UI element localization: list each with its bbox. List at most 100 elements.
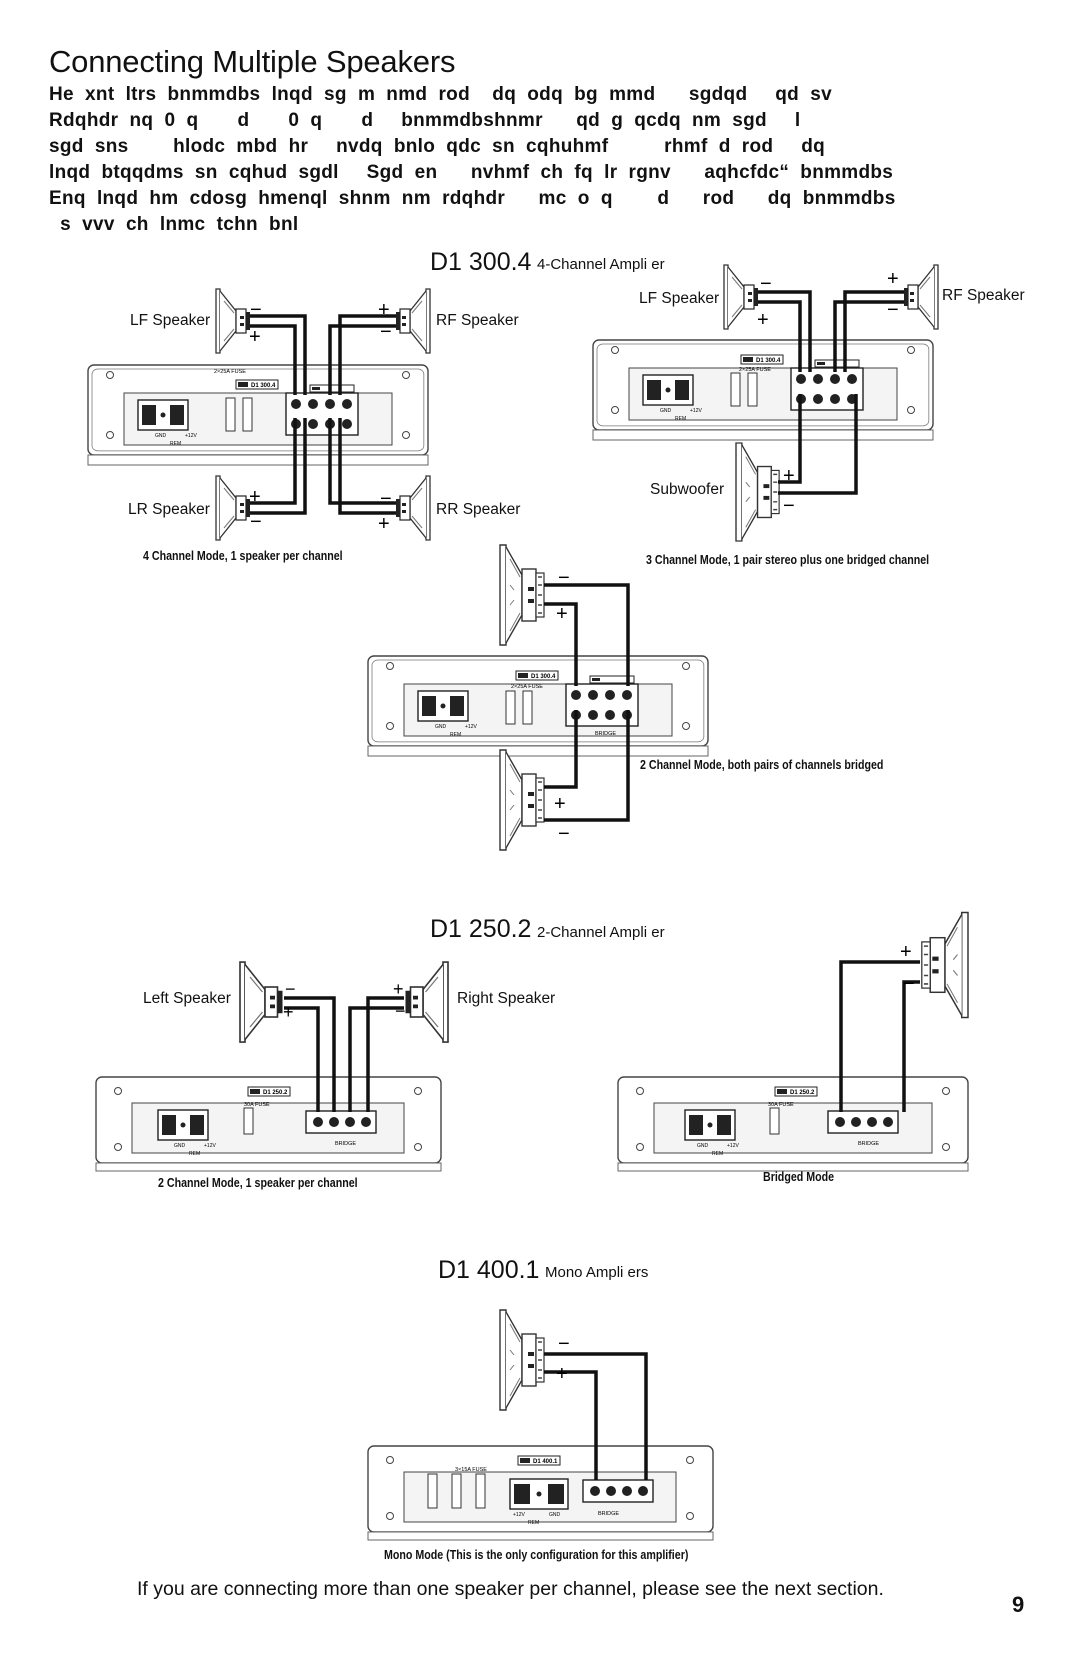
svg-text:−: − — [558, 1333, 570, 1355]
svg-text:+: + — [378, 299, 390, 321]
terminal-block-2ch — [565, 683, 639, 727]
speaker-label-rr: RR Speaker — [436, 501, 521, 518]
speaker-label-rf-3ch: RF Speaker — [942, 287, 1025, 304]
body-line-2: Rdqhdr nq 0 q d 0 q d bnmmdbshnmr qd g q… — [49, 110, 801, 131]
fuse-label-300-a: 2×25A FUSE — [214, 369, 246, 375]
badge-text-300-c: D1 300.4 — [531, 674, 556, 680]
body-line-1: He xnt ltrs bnmmdbs lnqd sg m nmd rod dq… — [49, 84, 832, 105]
gnd-label-300-a: GND — [155, 433, 167, 439]
bridge-label-250-b: BRIDGE — [858, 1141, 879, 1147]
speaker-left — [239, 961, 284, 1043]
fuse-label-250-b: 30A FUSE — [768, 1102, 794, 1108]
speaker-rf-3ch — [903, 264, 939, 330]
d1-250-subtitle: 2-Channel Ampli er — [537, 924, 665, 941]
svg-text:−: − — [285, 979, 296, 999]
svg-text:+: + — [887, 268, 899, 290]
badge-250-a: D1 250.2 — [247, 1086, 291, 1097]
speaker-lf — [215, 288, 251, 354]
gnd-label-300-c: GND — [435, 724, 447, 730]
fuses-300-c — [505, 690, 533, 725]
terminal-block-3ch — [790, 367, 864, 411]
rem-label-250-b: REM — [712, 1151, 723, 1157]
rem-label-300-b: REM — [675, 416, 686, 422]
speaker-bridged-250 — [921, 911, 969, 1019]
svg-text:−: − — [558, 567, 570, 589]
badge-text-400: D1 400.1 — [533, 1459, 558, 1465]
v12-label-300-c: +12V — [465, 724, 477, 730]
wires-250-stereo — [284, 996, 404, 1112]
badge-text-300-a: D1 300.4 — [251, 383, 276, 389]
svg-text:+: + — [249, 326, 261, 348]
badge-300-b: D1 300.4 — [740, 354, 784, 365]
wires-3ch — [758, 290, 904, 495]
speaker-rr — [395, 475, 431, 541]
body-line-6: s vvv ch lnmc tchn bnl — [49, 214, 299, 235]
d1-300-model: D1 300.4 — [430, 248, 532, 276]
rem-label-300-c: REM — [450, 732, 461, 738]
speaker-bridged-top — [499, 544, 545, 646]
badge-300-a: D1 300.4 — [235, 379, 279, 390]
v12-label-250-a: +12V — [204, 1143, 216, 1149]
svg-text:−: − — [380, 321, 392, 343]
svg-text:−: − — [250, 299, 262, 321]
caption-2ch-bridged: 2 Channel Mode, both pairs of channels b… — [640, 757, 884, 772]
v12-label-300-a: +12V — [185, 433, 197, 439]
amp-250-bridged — [617, 1076, 969, 1172]
caption-3ch-mode: 3 Channel Mode, 1 pair stereo plus one b… — [646, 552, 930, 567]
badge-text-250-a: D1 250.2 — [263, 1090, 288, 1096]
fuse-label-300-c: 2×25A FUSE — [511, 684, 543, 690]
d1-300-subtitle: 4-Channel Ampli er — [537, 256, 665, 273]
gnd-label-400: GND — [549, 1512, 561, 1518]
svg-text:−: − — [558, 823, 570, 845]
caption-250-bridged: Bridged Mode — [763, 1169, 835, 1184]
speaker-label-rf: RF Speaker — [436, 312, 519, 329]
svg-text:+: + — [757, 309, 769, 331]
caption-mono-mode: Mono Mode (This is the only configuratio… — [384, 1547, 689, 1562]
svg-text:+: + — [900, 941, 912, 963]
amp-400-mono — [367, 1445, 714, 1541]
rem-label-250-a: REM — [189, 1151, 200, 1157]
svg-text:+: + — [556, 603, 568, 625]
svg-text:−: − — [380, 488, 392, 510]
wires-250-bridged — [839, 960, 920, 1112]
badge-text-250-b: D1 250.2 — [790, 1090, 815, 1096]
speaker-lr — [215, 475, 251, 541]
rem-label-300-a: REM — [170, 441, 181, 447]
caption-4ch-mode: 4 Channel Mode, 1 speaker per channel — [143, 548, 343, 563]
svg-text:+: + — [554, 793, 566, 815]
badge-250-b: D1 250.2 — [774, 1086, 818, 1097]
speaker-label-lr: LR Speaker — [128, 501, 210, 518]
svg-text:−: − — [250, 511, 262, 533]
svg-text:+: + — [783, 465, 795, 487]
svg-text:−: − — [903, 973, 915, 995]
svg-text:+: + — [393, 979, 404, 999]
badge-text-300-b: D1 300.4 — [756, 358, 781, 364]
wires-2ch — [544, 583, 630, 822]
svg-text:+: + — [249, 486, 261, 508]
page-title: Connecting Multiple Speakers — [49, 44, 456, 79]
body-line-3: sgd sns hlodc mbd hr nvdq bnlo qdc sn cq… — [49, 136, 826, 157]
wires-mono — [544, 1352, 648, 1480]
svg-text:−: − — [783, 495, 795, 517]
fuse-label-250-a: 30A FUSE — [244, 1102, 270, 1108]
d1-250-model: D1 250.2 — [430, 915, 532, 943]
fuses-300-b — [730, 372, 758, 407]
gnd-label-300-b: GND — [660, 408, 672, 414]
body-line-5: Enq lnqd hm cdosg hmenql shnm nm rdqhdr … — [49, 188, 896, 209]
amp-300-4ch — [87, 364, 429, 466]
svg-text:+: + — [556, 1363, 568, 1385]
speaker-mono — [499, 1309, 545, 1411]
v12-label-250-b: +12V — [727, 1143, 739, 1149]
v12-label-400: +12V — [513, 1512, 525, 1518]
footer-note: If you are connecting more than one spea… — [137, 1578, 884, 1600]
svg-text:−: − — [887, 299, 899, 321]
fuses-300-a — [225, 397, 253, 432]
speaker-right — [404, 961, 449, 1043]
subwoofer-3ch — [735, 442, 780, 542]
svg-text:+: + — [378, 513, 390, 535]
badge-300-c: D1 300.4 — [515, 670, 559, 681]
amp-300-2ch — [367, 655, 709, 757]
speaker-bridged-bottom — [499, 749, 545, 851]
